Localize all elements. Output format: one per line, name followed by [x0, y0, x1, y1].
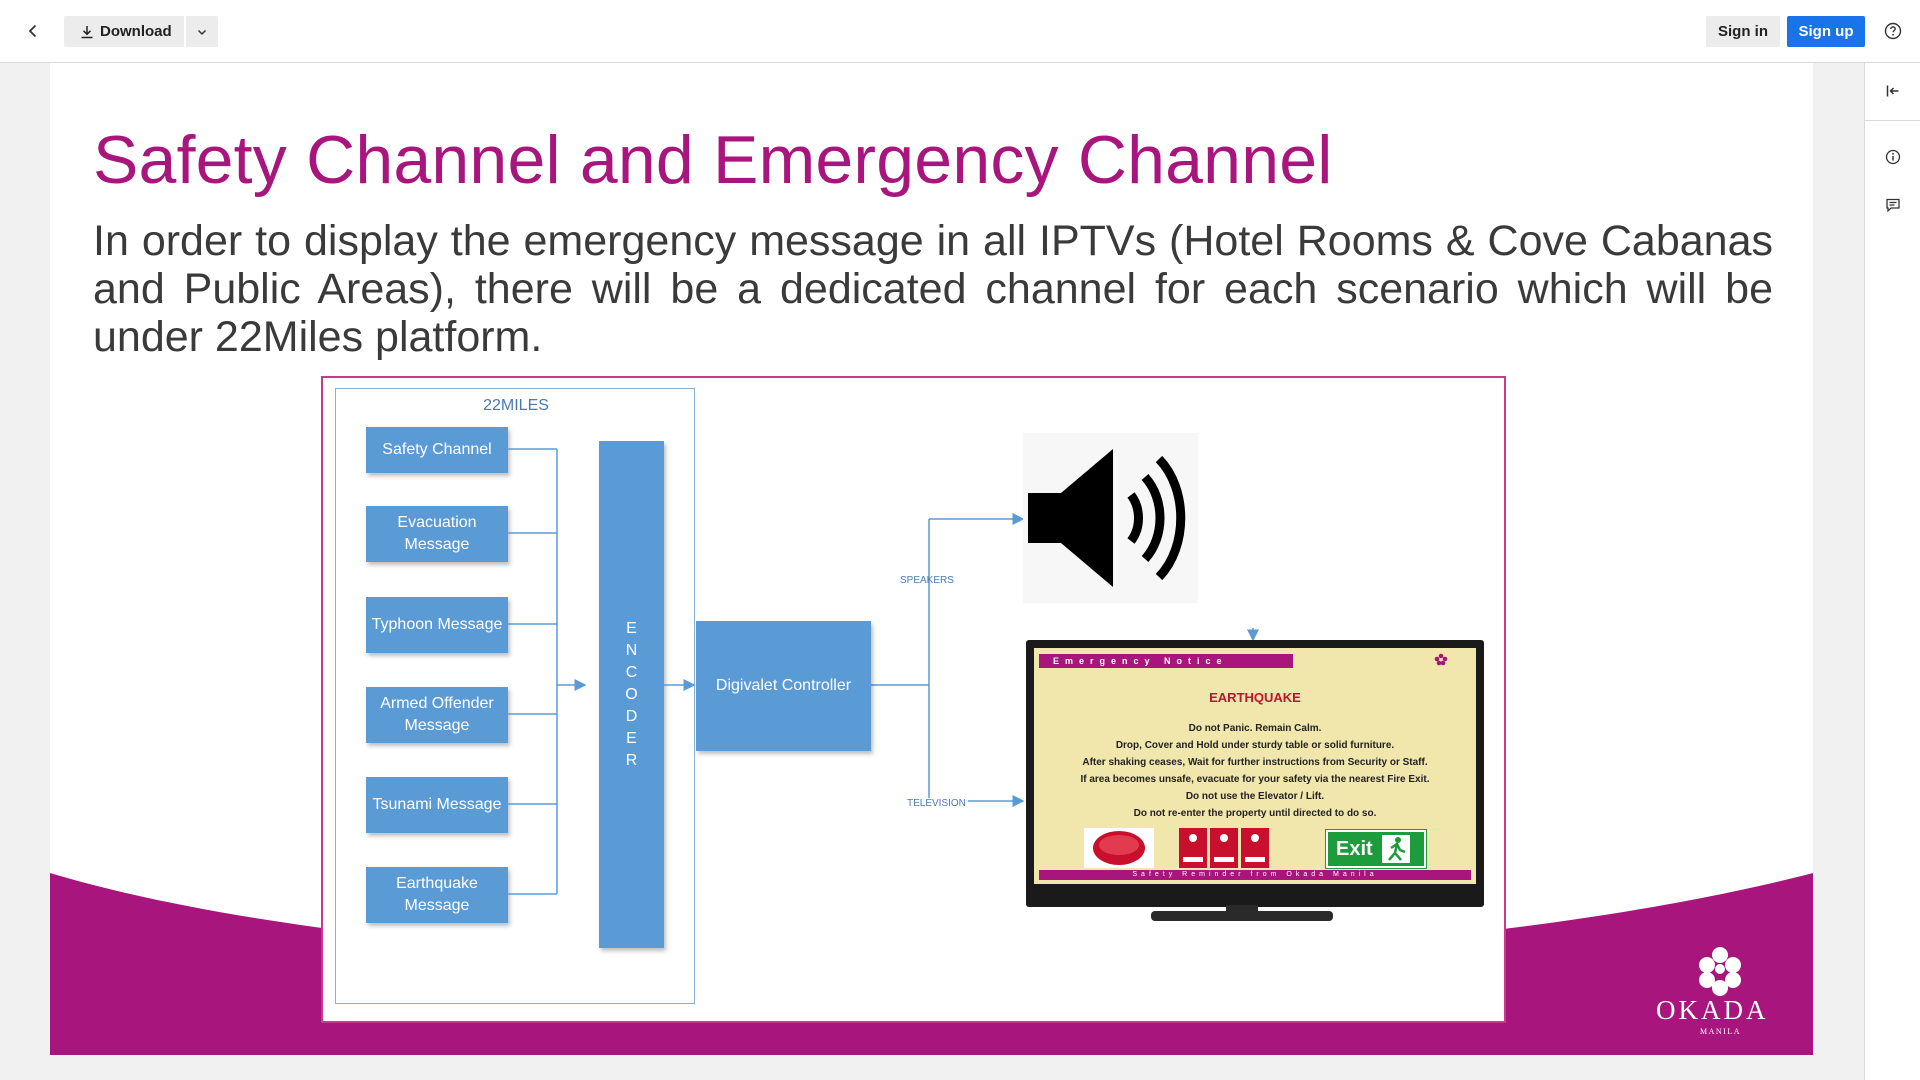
download-button[interactable]: Download [64, 16, 184, 47]
speakers-label: SPEAKERS [900, 575, 954, 586]
info-button[interactable] [1881, 145, 1905, 169]
top-toolbar: Download Sign in Sign up [0, 0, 1920, 63]
tv-footer: Safety Reminder from Okada Manila [1039, 870, 1471, 880]
tv-neck [1226, 905, 1258, 915]
emergency-diagram: 22MILES Safety Channel Evacuation Messag… [321, 376, 1506, 1023]
encoder-letter: R [625, 752, 638, 769]
info-icon [1885, 149, 1901, 165]
channel-box: Evacuation Message [366, 506, 508, 562]
channel-box: Armed Offender Message [366, 687, 508, 743]
drop-cover-hold-icon [1179, 828, 1269, 868]
television-label: TELEVISION [905, 798, 968, 809]
help-icon [1884, 22, 1902, 40]
diagram-connectors [507, 448, 1259, 895]
logo-subtext: MANILA [1700, 1027, 1741, 1036]
side-panel-rail [1864, 63, 1920, 1080]
tv-line: Drop, Cover and Hold under sturdy table … [1115, 740, 1395, 751]
collapse-left-icon [1886, 85, 1899, 97]
exit-label: Exit [1336, 837, 1373, 860]
tv-line: Do not Panic. Remain Calm. [1188, 723, 1322, 734]
okada-flower-icon [1434, 653, 1448, 666]
encoder-letter: O [625, 686, 638, 703]
back-button[interactable] [18, 16, 48, 46]
rail-divider [1865, 120, 1920, 121]
tv-header: Emergency Notice [1039, 654, 1293, 668]
tv-line: If area becomes unsafe, evacuate for you… [1080, 774, 1430, 785]
encoder-letter: N [625, 642, 638, 659]
slide-title: Safety Channel and Emergency Channel [93, 122, 1333, 198]
exit-sign: Exit [1325, 829, 1427, 869]
speaker-icon [1023, 433, 1198, 603]
comments-button[interactable] [1881, 193, 1905, 217]
sign-up-button[interactable]: Sign up [1787, 16, 1865, 47]
tv-screen: Emergency Notice EARTHQUAKE Do not Panic… [1034, 648, 1476, 884]
channel-box: Typhoon Message [366, 597, 508, 653]
tv-line: Do not use the Elevator / Lift. [1185, 791, 1325, 802]
chevron-left-icon [28, 24, 37, 38]
okada-logo-icon [1699, 947, 1741, 996]
tv-line: After shaking ceases, Wait for further i… [1082, 757, 1428, 768]
dont-panic-icon [1084, 828, 1154, 868]
slide-page: Safety Channel and Emergency Channel In … [50, 63, 1813, 1055]
download-options-button[interactable] [185, 16, 218, 47]
channel-box: Tsunami Message [366, 777, 508, 833]
slide-body-text: In order to display the emergency messag… [93, 217, 1773, 361]
tv-alert-title: EARTHQUAKE [1209, 690, 1301, 705]
controller-box: Digivalet Controller [696, 621, 871, 751]
tv-stand [1151, 911, 1333, 921]
platform-label: 22MILES [483, 397, 549, 414]
running-person-icon [1381, 835, 1410, 863]
encoder-letter: E [626, 730, 637, 747]
channel-box: Earthquake Message [366, 867, 508, 923]
logo-text: OKADA [1656, 995, 1769, 1025]
chevron-down-icon [197, 29, 206, 35]
tv-line: Do not re-enter the property until direc… [1133, 808, 1377, 819]
download-group: Download [64, 16, 218, 47]
platform-container: 22MILES Safety Channel Evacuation Messag… [335, 388, 695, 1004]
collapse-panel-button[interactable] [1881, 79, 1905, 103]
comment-icon [1886, 198, 1900, 213]
help-button[interactable] [1882, 20, 1904, 42]
encoder-letter: C [625, 664, 638, 681]
channel-box: Safety Channel [366, 427, 508, 473]
download-label: Download [100, 23, 172, 40]
sign-in-button[interactable]: Sign in [1706, 16, 1780, 47]
encoder-letter: E [626, 620, 637, 637]
tv-instructions: Do not Panic. Remain Calm. Drop, Cover a… [1034, 720, 1476, 822]
encoder-letter: D [625, 708, 638, 725]
encoder-box: E N C O D E R [599, 441, 664, 948]
television-illustration: Emergency Notice EARTHQUAKE Do not Panic… [1026, 640, 1484, 907]
download-icon [81, 25, 93, 38]
